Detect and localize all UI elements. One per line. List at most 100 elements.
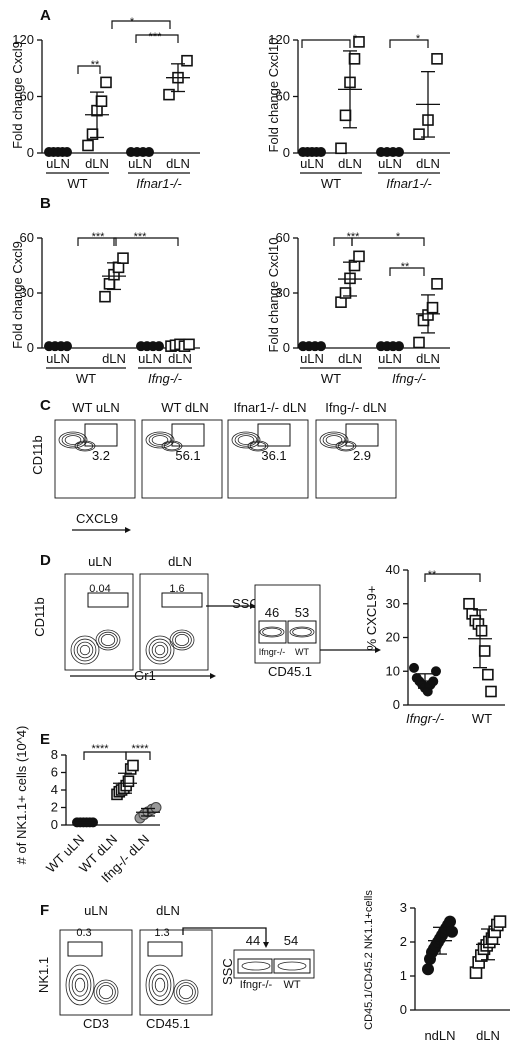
y-tick-label: 6	[51, 765, 58, 780]
data-point	[446, 925, 458, 938]
contour	[172, 631, 192, 649]
sig-bracket	[125, 751, 151, 760]
sig-label: *	[353, 33, 358, 45]
ssc-label: SSC	[232, 596, 259, 611]
gate-value: 36.1	[261, 448, 286, 463]
contour	[96, 982, 116, 1002]
contour	[145, 431, 175, 449]
data-point	[348, 53, 361, 65]
contour	[73, 638, 97, 662]
contour	[95, 629, 121, 651]
sig-bracket	[351, 237, 425, 246]
data-point	[431, 666, 441, 677]
contour	[262, 627, 282, 637]
group-label: Ifng-/-	[148, 371, 183, 386]
contour	[76, 641, 94, 659]
contour	[71, 973, 89, 997]
facs-title: Ifng-/- dLN	[325, 400, 386, 415]
y-tick-label: 60	[276, 89, 290, 104]
gate	[273, 958, 311, 974]
arrow-head	[263, 942, 269, 948]
contour	[74, 977, 86, 993]
x-tick-label: dLN	[338, 156, 362, 171]
group-label: WT	[76, 371, 96, 386]
y-tick-label: 60	[20, 230, 34, 245]
sig-bracket	[111, 20, 171, 29]
facs-title: uLN	[88, 554, 112, 569]
contour	[58, 431, 88, 449]
y-axis-label: Fold change Cxcl9	[10, 241, 25, 349]
group-label: Ifng-/-	[392, 371, 427, 386]
sig-bracket	[301, 39, 351, 48]
data-point	[127, 759, 139, 772]
sig-bracket	[389, 267, 425, 276]
y-tick-label: 2	[400, 934, 407, 949]
data-point	[482, 668, 494, 681]
facs-title: uLN	[84, 903, 108, 918]
facs-title: WT dLN	[161, 400, 208, 415]
data-point	[100, 76, 112, 89]
gate	[237, 958, 273, 974]
data-point	[95, 95, 108, 108]
data-point	[413, 128, 425, 140]
facs-frame	[54, 419, 136, 499]
x-tick-label: dLN	[85, 156, 109, 171]
y-tick-label: 8	[51, 747, 58, 762]
y-axis-label: CD45.1/CD45.2 NK1.1+cells	[363, 890, 375, 1030]
group-label: Ifnar1-/-	[386, 176, 432, 191]
split-value: 46	[265, 605, 279, 620]
gate-value: 0.3	[76, 927, 91, 939]
y-tick-label: 3	[400, 900, 407, 915]
x-tick-label: uLN	[300, 156, 324, 171]
data-point	[62, 147, 72, 158]
split-label: Ifngr-/-	[240, 979, 273, 991]
y-tick-label: 120	[268, 32, 290, 47]
sig-label: *	[130, 16, 135, 28]
split-value: 44	[246, 933, 260, 948]
arrow-head	[210, 673, 216, 679]
contour	[234, 433, 258, 447]
sig-label: ***	[92, 231, 106, 243]
y-tick-label: 30	[20, 285, 34, 300]
data-point	[154, 341, 164, 352]
sig-label: *	[396, 231, 401, 243]
panel-e-label: E	[40, 731, 50, 748]
facs-frame	[315, 419, 397, 499]
facs-x-label: CD3	[83, 1016, 109, 1031]
contour	[70, 635, 100, 665]
y-tick-label: 0	[283, 340, 290, 355]
contour	[98, 984, 114, 1000]
y-tick-label: 0	[51, 817, 58, 832]
facs-y-label: CD11b	[30, 435, 45, 475]
facs-x-label: CD45.1	[268, 664, 312, 679]
data-point	[478, 645, 491, 657]
facs-x-label: CXCL9	[76, 511, 118, 526]
sig-label: ****	[91, 743, 109, 755]
contour	[68, 969, 92, 1002]
x-tick-label: dLN	[166, 156, 190, 171]
y-tick-label: 4	[51, 782, 58, 797]
y-tick-label: 0	[400, 1002, 407, 1017]
contour	[231, 431, 261, 449]
data-point	[82, 139, 94, 152]
y-tick-label: 40	[386, 562, 400, 577]
contour	[259, 626, 285, 638]
data-point	[426, 301, 439, 314]
facs-title: WT uLN	[72, 400, 119, 415]
sig-label: ***	[149, 31, 163, 43]
y-tick-label: 60	[20, 89, 34, 104]
y-tick-label: 0	[393, 697, 400, 712]
y-tick-label: 10	[386, 663, 400, 678]
data-point	[444, 915, 456, 928]
facs-y-label: NK1.1	[36, 957, 51, 993]
contour	[174, 634, 190, 647]
contour	[148, 969, 172, 1002]
gate	[67, 941, 103, 957]
facs-x-label: CD45.1	[146, 1016, 190, 1031]
gate	[287, 620, 317, 644]
split-label: Ifngr-/-	[259, 647, 286, 657]
contour	[65, 964, 95, 1006]
